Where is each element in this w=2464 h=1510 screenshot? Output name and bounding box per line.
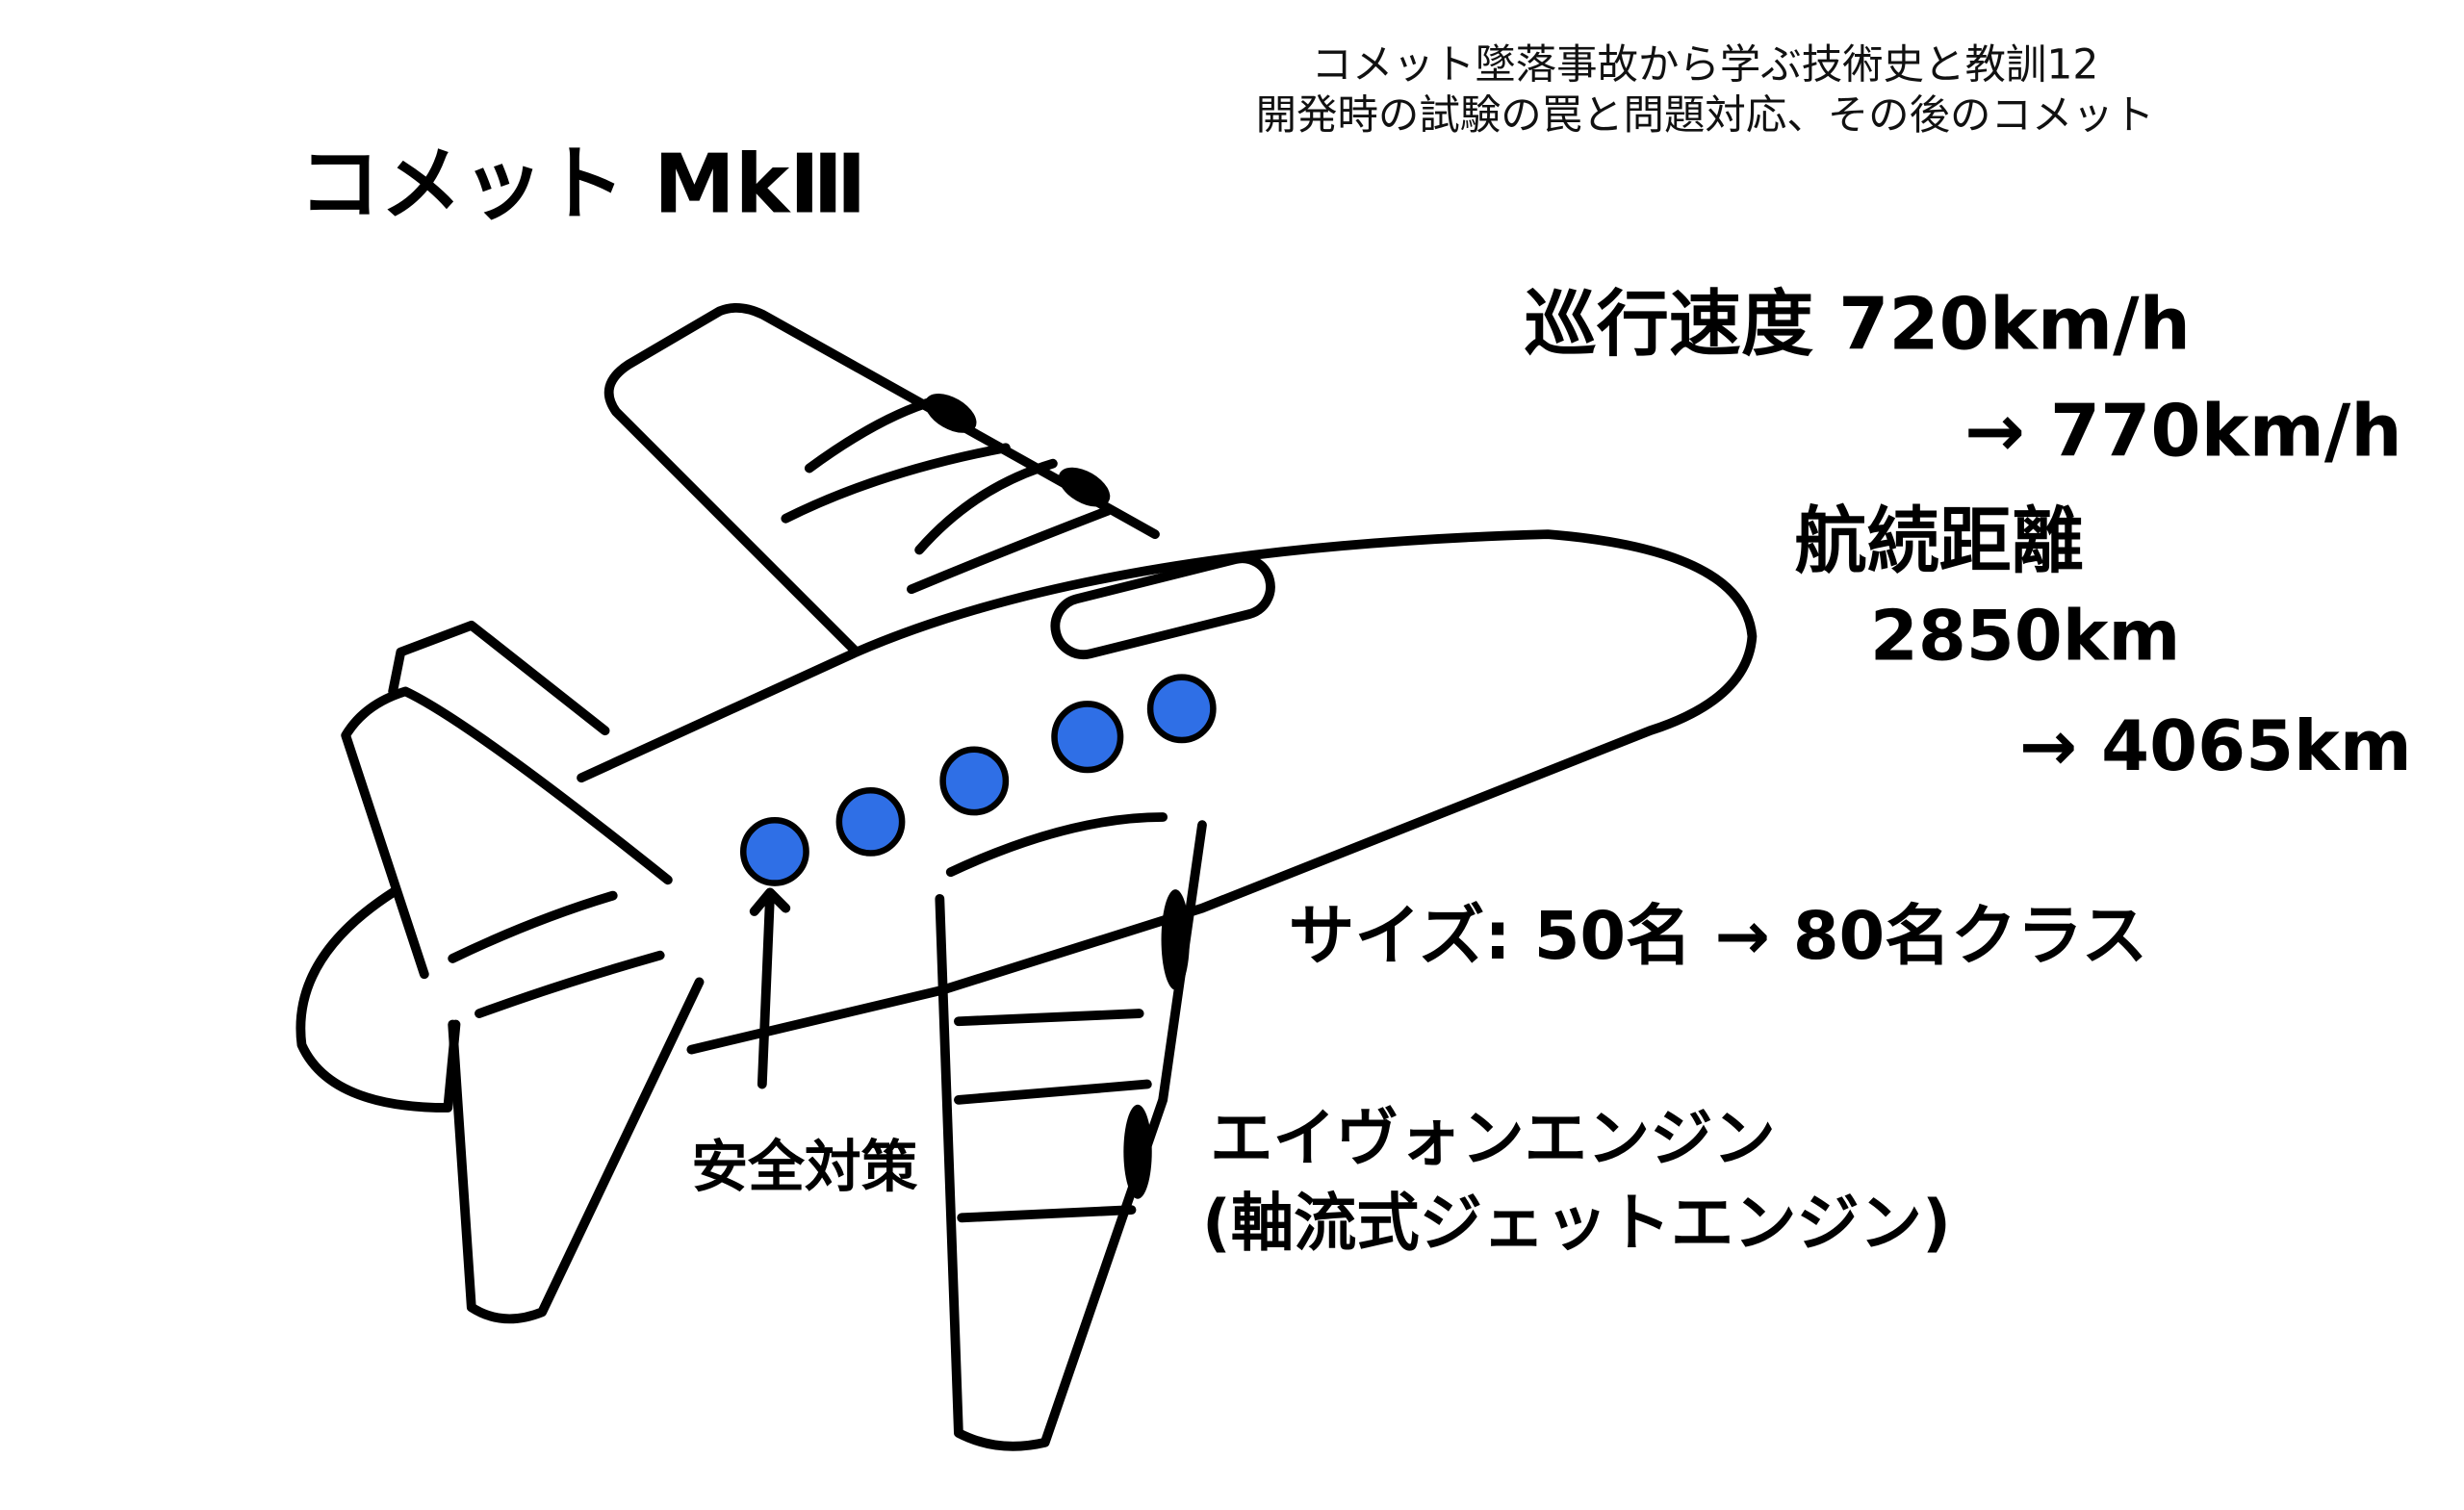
near-wing-engine-2: [1123, 1104, 1152, 1199]
window: [939, 746, 1010, 816]
airplane-drawing: [295, 303, 1758, 1451]
engine-subtitle: (軸流式ジェットエンジン): [1202, 1187, 1951, 1260]
aircraft-heading: コメット MkⅢ: [298, 137, 866, 232]
fuselage-intake: [1050, 553, 1275, 660]
window: [1051, 701, 1124, 774]
title-line-2: 開発時の試験の罠と問題対応、その後のコメット: [1256, 92, 2155, 140]
window: [739, 816, 809, 886]
near-wing: [935, 820, 1207, 1451]
vertical-tail: [341, 686, 673, 980]
far-wing: [603, 303, 1160, 657]
window: [835, 786, 906, 857]
near-wing-engine-1: [1161, 889, 1190, 990]
window-arrow: [749, 887, 791, 1089]
title-line-1: コメット墜落事故から学ぶ技術史と教訓12: [1311, 42, 2098, 90]
range-label: 航続距離: [1794, 499, 2083, 583]
rear-fin: [388, 620, 610, 736]
far-wing-engine-2: [1058, 467, 1111, 507]
window-annotation: 安全対策: [691, 1134, 917, 1200]
horizontal-stabilizer: [448, 977, 705, 1324]
window: [1146, 674, 1217, 744]
cruise-speed-new: → 770km/h: [1964, 388, 2402, 473]
engine-label: エイヴォンエンジン: [1210, 1102, 1776, 1175]
windows: [739, 674, 1217, 886]
cruise-speed-label: 巡行速度 720km/h: [1525, 281, 2191, 366]
size-label: サイズ: 50名 → 80名クラス: [1289, 898, 2147, 975]
fuselage: [295, 529, 1758, 1113]
range-old: 2850km: [1870, 596, 2181, 677]
range-new: → 4065km: [2019, 705, 2412, 786]
